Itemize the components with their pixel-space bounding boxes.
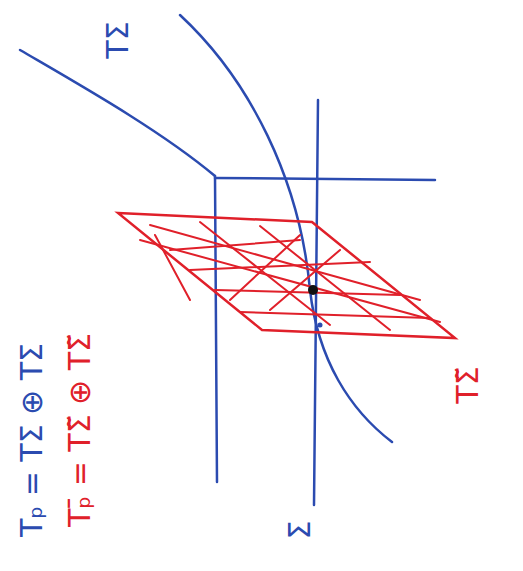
axis-line <box>215 178 435 180</box>
hatch <box>155 235 190 300</box>
axis-line <box>215 176 217 482</box>
hatch <box>190 262 370 270</box>
math-label-text: TΣ <box>103 21 133 58</box>
hatch <box>270 250 340 310</box>
sigma-curve <box>180 15 392 442</box>
math-label-text: TΣ̃ <box>453 366 483 403</box>
math-label: TΣ̃ <box>453 366 483 403</box>
math-label-text: Σ <box>285 521 315 540</box>
hatch <box>200 222 330 325</box>
point <box>308 285 318 295</box>
math-label: Tₚ̄ = TΣ̃ ⊕ TΣ̃ <box>65 333 95 527</box>
axis-line <box>314 100 318 505</box>
tangent-plane <box>118 213 455 338</box>
math-label: Σ <box>285 521 315 540</box>
math-label: Tₚ = TΣ ⊕ TΣ <box>17 343 47 537</box>
hatch <box>140 240 440 322</box>
math-label: TΣ <box>103 21 133 58</box>
hatch <box>215 290 400 295</box>
hatch <box>240 312 430 318</box>
math-label-text: Tₚ̄ = TΣ̃ ⊕ TΣ̃ <box>65 333 95 527</box>
curve <box>20 50 215 176</box>
hatch <box>260 226 390 330</box>
math-label-text: Tₚ = TΣ ⊕ TΣ <box>17 343 47 537</box>
dot <box>318 323 323 328</box>
hatch <box>230 235 300 300</box>
